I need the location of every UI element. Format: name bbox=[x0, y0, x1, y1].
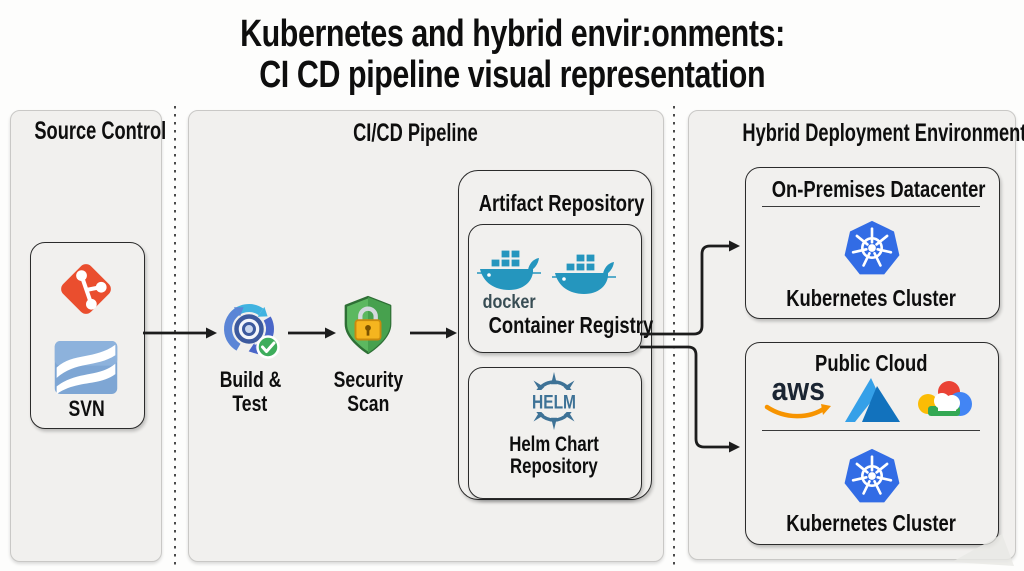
source-repos-box bbox=[30, 242, 145, 429]
title-line-2: CI CD pipeline visual representation bbox=[259, 54, 765, 96]
container-registry-box bbox=[468, 224, 642, 353]
svn-icon bbox=[54, 341, 118, 394]
public-cloud-cluster-label: Kubernetes Cluster bbox=[786, 510, 956, 536]
google-cloud-logo bbox=[913, 375, 975, 423]
svn-label: SVN bbox=[68, 396, 105, 421]
artifact-repository-title: Artifact Repository bbox=[478, 190, 645, 216]
docker-whale-icon bbox=[552, 251, 616, 299]
helm-repository-label: Helm Chart Repository bbox=[509, 433, 599, 478]
hybrid-environments-header: Hybrid Deployment Environments bbox=[742, 119, 1024, 147]
docker-whale-icon bbox=[477, 247, 541, 295]
aws-logo: aws bbox=[763, 371, 833, 422]
security-scan-label: Security Scan bbox=[333, 367, 403, 416]
title-line-1: Kubernetes and hybrid envir:onments: bbox=[239, 13, 785, 55]
container-registry-label: Container Registry bbox=[488, 312, 654, 338]
svg-text:HELM: HELM bbox=[532, 393, 576, 414]
build-test-cycle-icon bbox=[216, 296, 286, 366]
source-control-header: Source Control bbox=[34, 117, 167, 145]
public-cloud-title: Public Cloud bbox=[814, 350, 928, 376]
security-shield-lock-icon bbox=[342, 293, 394, 359]
build-test-label: Build & Test bbox=[219, 367, 281, 416]
azure-logo bbox=[845, 376, 901, 424]
public-cloud-box bbox=[745, 342, 999, 545]
onprem-title: On-Premises Datacenter bbox=[771, 176, 986, 202]
helm-wheel-icon: HELM bbox=[522, 370, 586, 432]
aws-wordmark: aws bbox=[771, 371, 825, 407]
git-icon bbox=[52, 254, 120, 324]
diagram-title: Kubernetes and hybrid envir:onments: CI … bbox=[0, 14, 1024, 96]
cicd-pipeline-header: CI/CD Pipeline bbox=[352, 119, 478, 147]
onprem-cluster-label: Kubernetes Cluster bbox=[786, 285, 957, 311]
public-cloud-divider bbox=[762, 430, 980, 431]
kubernetes-logo bbox=[841, 218, 903, 280]
aws-smile-icon bbox=[764, 404, 831, 419]
onprem-divider bbox=[762, 206, 980, 207]
kubernetes-logo bbox=[841, 446, 903, 508]
docker-wordmark: docker bbox=[482, 292, 536, 313]
